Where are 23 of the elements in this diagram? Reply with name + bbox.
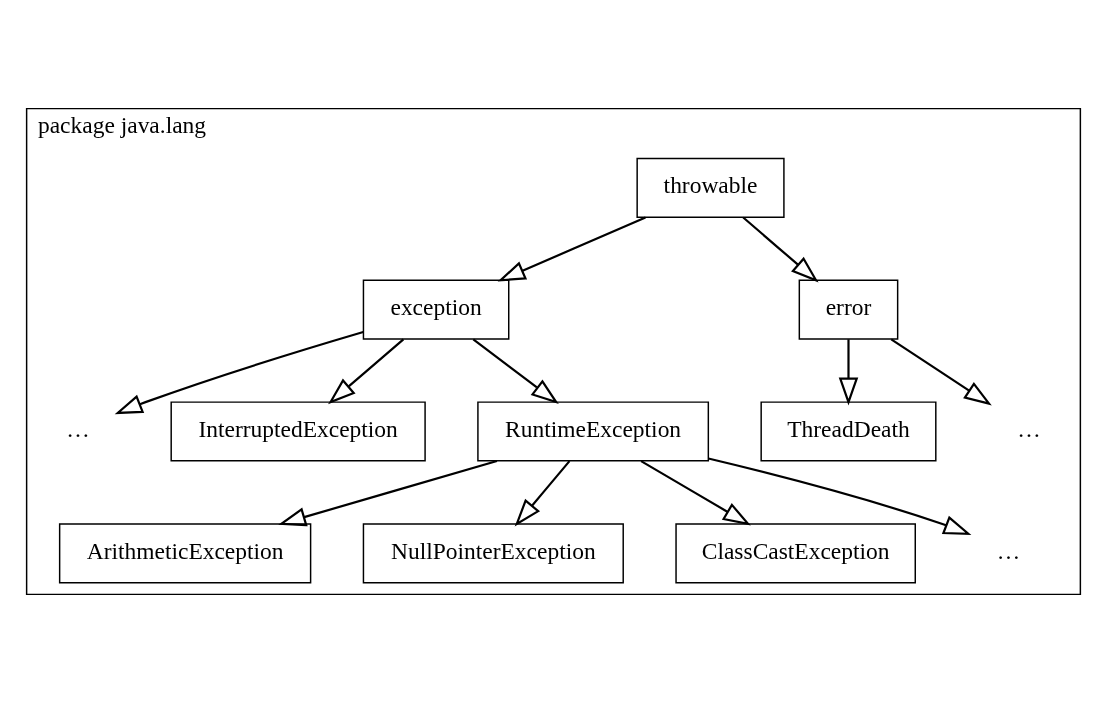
node-box: InterruptedException: [170, 400, 426, 462]
arrow: [278, 459, 498, 526]
arrow: [838, 338, 859, 405]
arrow: [708, 457, 972, 535]
arrow: [472, 337, 559, 404]
arrow: [890, 337, 992, 405]
arrow: [742, 216, 819, 282]
node-box: ThreadDeath: [760, 400, 937, 462]
arrow: [514, 459, 571, 526]
arrow: [328, 338, 405, 404]
node-text: …: [1017, 415, 1041, 442]
node-box: ClassCastException: [675, 522, 916, 583]
arrow: [497, 216, 646, 282]
arrow: [114, 330, 364, 414]
node-box: exception: [362, 279, 510, 340]
node-text: …: [996, 537, 1021, 564]
node-box: error: [798, 279, 899, 340]
node-box: throwable: [636, 157, 785, 218]
arrow: [640, 459, 751, 526]
node-text: …: [66, 415, 90, 442]
node-box: NullPointerException: [362, 522, 624, 583]
node-box: ArithmeticException: [58, 522, 312, 583]
node-box: RuntimeException: [477, 400, 710, 462]
